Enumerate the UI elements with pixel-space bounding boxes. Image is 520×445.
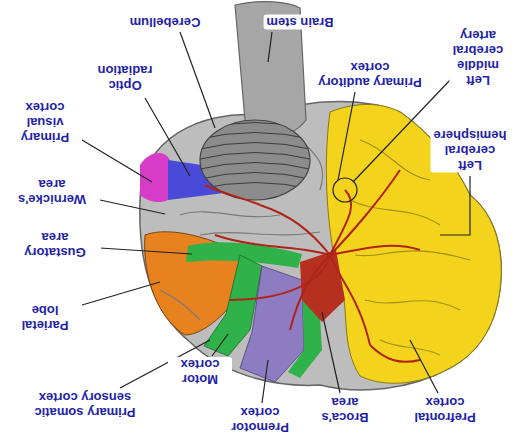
region-label: Wernicke's area [4, 177, 100, 207]
region-label: Parietal lobe [8, 303, 82, 333]
region-label: Optic radiation [82, 63, 168, 93]
region-label: Brain stem [263, 15, 336, 30]
region-label: Premotor cortex [217, 405, 303, 435]
region-label: Prefrontal cortex [408, 395, 483, 425]
region-label: Primary somatic sensory cortex [9, 390, 161, 420]
region-label: Cerebellum [127, 15, 204, 30]
leader-lines [82, 32, 470, 403]
region-label: Primary auditory cortex [314, 60, 426, 90]
region-label: Primary visual cortex [8, 100, 82, 145]
cerebellum-folia [195, 123, 315, 191]
region-label: Broca's area [307, 395, 383, 425]
region-label: Left middle cerebral artery [450, 28, 507, 88]
region-label: Gustatory area [9, 230, 101, 260]
region-label: Left cerebral hemisphere [431, 128, 510, 173]
region-label: Motor cortex [168, 357, 232, 387]
artery-branches [205, 170, 420, 362]
